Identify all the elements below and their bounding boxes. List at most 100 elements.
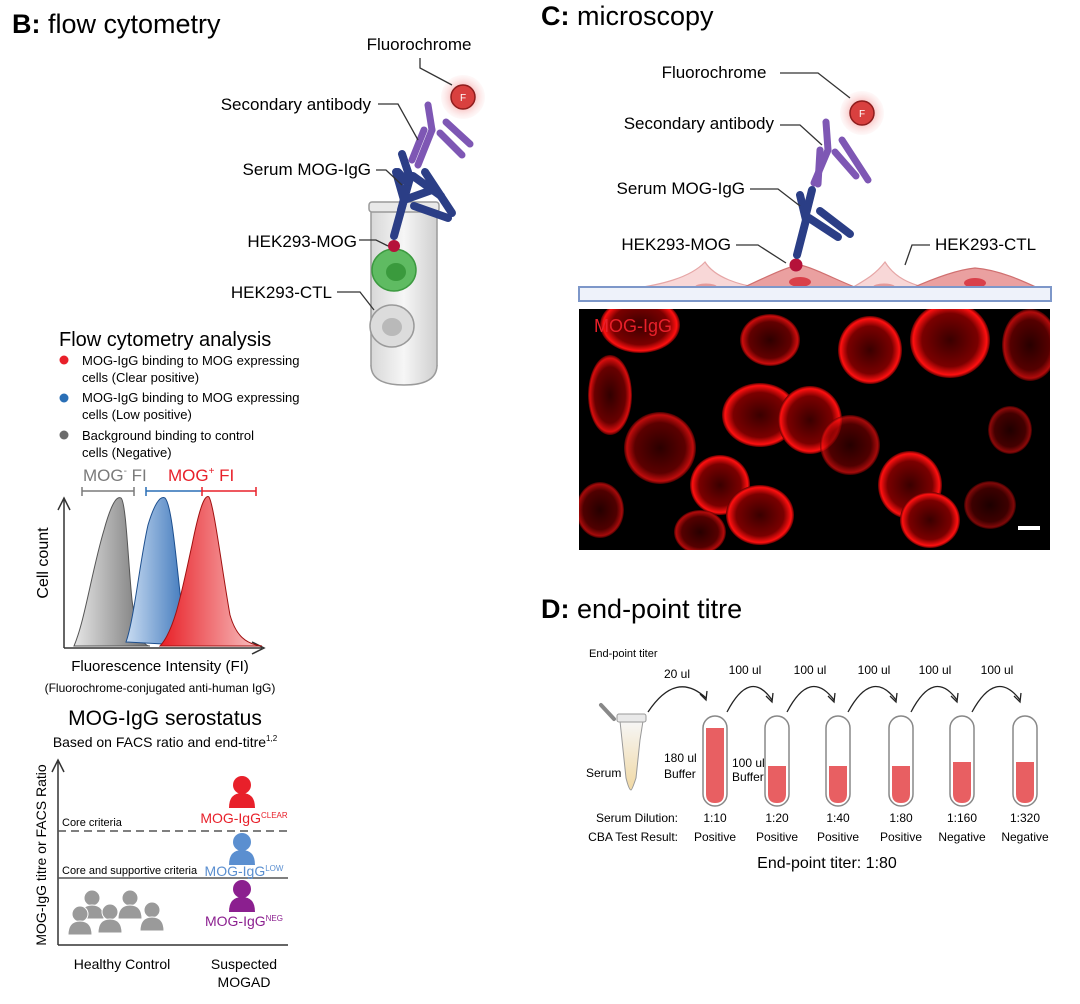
- endpoint-result: End-point titer: 1:80: [757, 855, 897, 872]
- serum-label: Serum: [586, 766, 621, 780]
- slide-icon: [578, 286, 1052, 302]
- transfer-arrows: [647, 685, 1022, 713]
- fluorochrome-icon: F: [441, 75, 485, 119]
- dilution-tube-5: [949, 715, 975, 807]
- mog-antigen-icon-c: [789, 258, 803, 272]
- secondary-antibody-icon: [408, 101, 474, 169]
- fi-range-brackets: [81, 487, 257, 496]
- healthy-control-group-icon: [67, 889, 165, 936]
- panel-d-title: D: end-point titre: [541, 594, 742, 624]
- endpoint-header: End-point titer: [589, 648, 658, 660]
- legend-dot-clear-positive: [59, 355, 69, 365]
- label-fluorochrome-c: Fluorochrome: [662, 63, 767, 82]
- svg-text:F: F: [859, 109, 865, 120]
- histogram-ylabel: Cell count: [35, 527, 52, 599]
- x-healthy-control: Healthy Control: [74, 956, 171, 972]
- test-tube-diagram: [368, 201, 440, 386]
- dilution-3: 1:40: [826, 811, 850, 825]
- panel-b-title: B: flow cytometry: [12, 9, 221, 39]
- dilution-1: 1:10: [703, 811, 727, 825]
- transfer-label-5: 100 ul: [919, 663, 952, 677]
- histogram-xlabel-sub: (Fluorochrome-conjugated anti-human IgG): [45, 681, 276, 695]
- flow-legend: MOG-IgG binding to MOG expressing cells …: [59, 353, 299, 460]
- peak-clear-positive: [158, 496, 263, 647]
- transfer-label-4: 100 ul: [858, 663, 891, 677]
- label-hek293-ctl-c: HEK293-CTL: [935, 235, 1036, 254]
- serostatus-heading: MOG-IgG serostatus: [68, 707, 262, 730]
- clear-label: MOG-IgGCLEAR: [200, 810, 288, 826]
- transfer-label-6: 100 ul: [981, 663, 1014, 677]
- micro-image-label: MOG-IgG: [594, 316, 672, 336]
- svg-text:MOG-IgG binding to MOG express: MOG-IgG binding to MOG expressing: [82, 390, 299, 405]
- histogram-xlabel: Fluorescence Intensity (FI): [71, 658, 249, 675]
- person-clear-icon: [229, 776, 255, 808]
- result-4: Positive: [880, 830, 922, 844]
- dilution-tube-1: [702, 715, 728, 807]
- secondary-antibody-icon-c: [810, 118, 872, 188]
- serum-dilution-label: Serum Dilution:: [596, 811, 678, 825]
- mog-neg-fi-label: MOG- FI: [83, 466, 147, 485]
- buffer180-line2: Buffer: [664, 767, 696, 781]
- fluorochrome-icon-c: F: [840, 91, 884, 135]
- transfer-label-1: 20 ul: [664, 667, 690, 681]
- mog-antigen-icon: [388, 240, 400, 252]
- label-hek293-mog-c: HEK293-MOG: [621, 235, 731, 254]
- dilution-6: 1:320: [1010, 811, 1040, 825]
- dilution-tube-6: [1012, 715, 1038, 807]
- result-2: Positive: [756, 830, 798, 844]
- serostatus-subheading: Based on FACS ratio and end-titre1,2: [53, 734, 278, 750]
- dilution-tube-3: [825, 715, 851, 807]
- serum-antibody-icon-c: [793, 186, 854, 259]
- svg-text:cells (Clear positive): cells (Clear positive): [82, 370, 199, 385]
- dilution-tube-4: [888, 715, 914, 807]
- result-6: Negative: [1001, 830, 1049, 844]
- neg-label: MOG-IgGNEG: [205, 913, 283, 929]
- serostatus-chart: [51, 758, 288, 946]
- dilution-5: 1:160: [947, 811, 977, 825]
- dilution-4: 1:80: [889, 811, 913, 825]
- result-5: Negative: [938, 830, 986, 844]
- buffer100-line1: 100 ul: [732, 756, 765, 770]
- svg-text:MOG-IgG binding to MOG express: MOG-IgG binding to MOG expressing: [82, 353, 299, 368]
- transfer-label-2: 100 ul: [729, 663, 762, 677]
- mog-pos-fi-label: MOG+ FI: [168, 466, 234, 485]
- svg-text:Background binding to control: Background binding to control: [82, 428, 254, 443]
- dilution-tubes: [702, 715, 1038, 807]
- x-mogad: MOGAD: [218, 974, 271, 990]
- label-fluorochrome-b: Fluorochrome: [367, 35, 472, 54]
- histogram: [57, 496, 266, 655]
- svg-text:cells (Negative): cells (Negative): [82, 445, 172, 460]
- serostatus-ylabel: MOG-IgG titre or FACS Ratio: [33, 764, 49, 945]
- label-hek293-ctl-b: HEK293-CTL: [231, 283, 332, 302]
- label-serum-mog-igg-b: Serum MOG-IgG: [243, 160, 371, 179]
- buffer100-line2: Buffer: [732, 770, 764, 784]
- person-low-icon: [229, 833, 255, 865]
- dilution-2: 1:20: [765, 811, 789, 825]
- result-3: Positive: [817, 830, 859, 844]
- flow-analysis-heading: Flow cytometry analysis: [59, 329, 271, 351]
- core-criteria-label: Core criteria: [62, 817, 123, 829]
- dilution-tube-2: [764, 715, 790, 807]
- cba-result-label: CBA Test Result:: [588, 830, 678, 844]
- core-supportive-label: Core and supportive criteria: [62, 865, 198, 877]
- label-hek293-mog-b: HEK293-MOG: [247, 232, 357, 251]
- label-serum-mog-igg-c: Serum MOG-IgG: [617, 179, 745, 198]
- label-secondary-antibody-b: Secondary antibody: [221, 95, 372, 114]
- transfer-label-3: 100 ul: [794, 663, 827, 677]
- low-label: MOG-IgGLOW: [205, 863, 284, 879]
- buffer180-line1: 180 ul: [664, 751, 697, 765]
- scale-bar: [1018, 526, 1040, 530]
- svg-text:F: F: [460, 93, 466, 104]
- legend-dot-low-positive: [59, 393, 69, 403]
- svg-text:cells (Low positive): cells (Low positive): [82, 407, 192, 422]
- legend-dot-negative: [59, 430, 69, 440]
- panel-c-title: C: microscopy: [541, 1, 714, 31]
- person-neg-icon: [229, 880, 255, 912]
- x-suspected: Suspected: [211, 956, 277, 972]
- serum-tube-icon: [599, 703, 647, 791]
- result-1: Positive: [694, 830, 736, 844]
- label-secondary-antibody-c: Secondary antibody: [624, 114, 775, 133]
- microscopy-image: [579, 309, 1050, 550]
- cell-monolayer: [578, 258, 1052, 302]
